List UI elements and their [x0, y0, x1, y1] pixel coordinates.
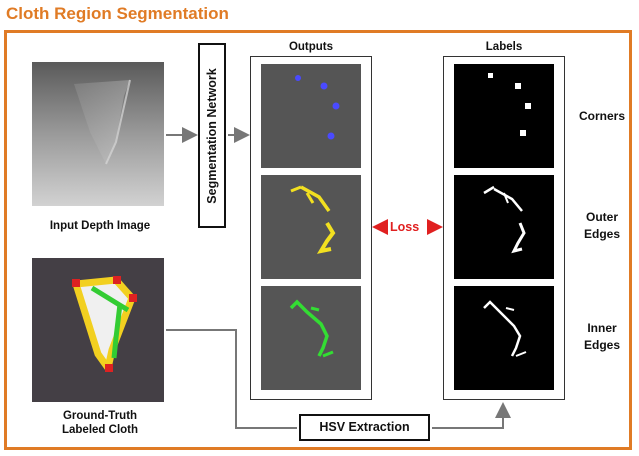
- ground-truth-label-line2: Labeled Cloth: [61, 424, 139, 436]
- row-label-corners: Corners: [570, 108, 634, 125]
- row-label-inner-edges: Inner Edges: [570, 320, 634, 354]
- arrow-hsv-up-to-labels: [432, 402, 511, 429]
- label-outer-edges-image: [454, 175, 554, 279]
- output-outer-edges-image: [261, 175, 361, 279]
- labels-header: Labels: [485, 41, 523, 53]
- row-label-outer-edges: Outer Edges: [570, 209, 634, 243]
- loss-label: Loss: [390, 220, 420, 234]
- row-label-inner-edges-line2: Edges: [583, 338, 620, 352]
- segmentation-network-box: Segmentation Network: [198, 43, 226, 228]
- label-inner-edges-image: [454, 286, 554, 390]
- hsv-extraction-box: HSV Extraction: [299, 414, 430, 441]
- outputs-header: Outputs: [288, 41, 334, 53]
- label-corners-image: [454, 64, 554, 168]
- ground-truth-label-line1: Ground-Truth: [62, 410, 138, 422]
- row-label-outer-edges-line2: Edges: [583, 227, 620, 241]
- row-label-inner-edges-line1: Inner: [587, 321, 617, 335]
- output-corners-image: [261, 64, 361, 168]
- row-label-outer-edges-line1: Outer: [585, 210, 618, 224]
- row-label-corners-line1: Corners: [578, 109, 625, 123]
- page-title: Cloth Region Segmentation: [6, 4, 229, 23]
- ground-truth-label: Ground-Truth Labeled Cloth: [20, 409, 180, 437]
- ground-truth-image: [32, 258, 164, 402]
- output-inner-edges-image: [261, 286, 361, 390]
- connector-groundtruth-to-hsv: [166, 329, 297, 429]
- input-depth-image: [32, 62, 164, 206]
- diagram-frame: [4, 30, 632, 450]
- input-depth-label: Input Depth Image: [49, 220, 151, 232]
